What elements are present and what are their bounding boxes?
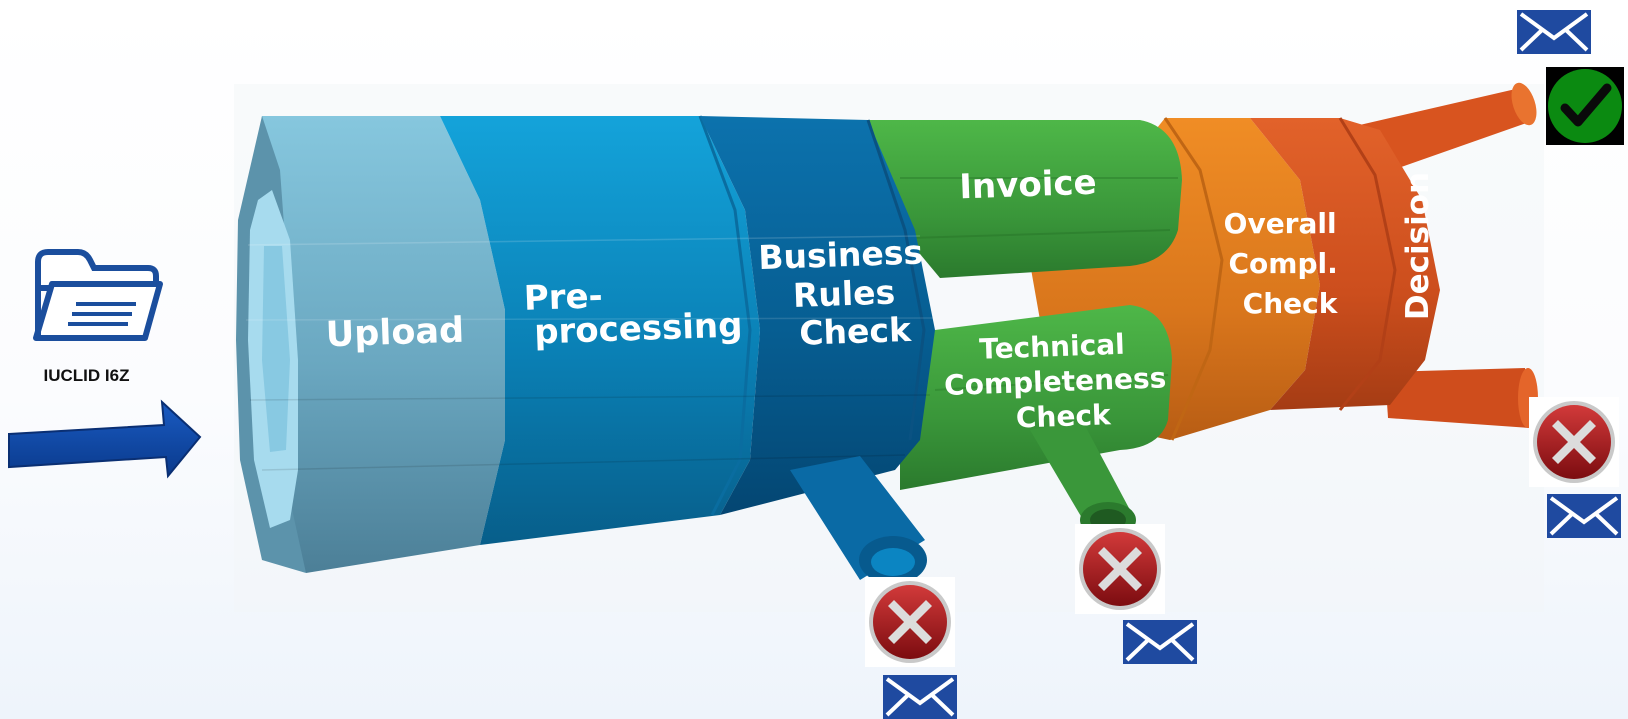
business-rules-drain: [790, 456, 927, 584]
technical-completeness-tube: [900, 305, 1172, 490]
stage-label-technical-line-1: Technical: [979, 328, 1126, 366]
decision-segment: [1250, 118, 1440, 410]
stage-label-business-rules-line-1: Business: [758, 232, 924, 277]
stage-label-overall-compl-check: Overall Compl. Check: [1224, 207, 1348, 320]
invoice-tube: [868, 120, 1182, 278]
stage-label-invoice: Invoice: [959, 163, 1098, 208]
file-label: IUCLID I6Z: [43, 366, 130, 385]
upload-segment: [240, 116, 505, 573]
business-rules-reject-envelope-icon: [881, 673, 959, 719]
stage-label-preprocessing-line-2: processing: [533, 305, 743, 352]
technical-reject-icon: [1075, 524, 1165, 614]
business-rules-segment: [700, 116, 935, 515]
stage-label-preprocessing: Pre- processing: [523, 271, 743, 353]
decision-reject-icon: [1529, 397, 1619, 487]
preprocessing-segment: [440, 116, 760, 545]
technical-reject-envelope-icon: [1121, 618, 1199, 666]
stage-label-overall-line-2: Compl.: [1229, 247, 1338, 280]
stage-label-technical-completeness-check: Technical Completeness Check: [942, 326, 1177, 437]
stage-label-preprocessing-line-1: Pre-: [523, 276, 603, 319]
business-rules-reject-icon: [865, 577, 955, 667]
accept-envelope-icon: [1515, 8, 1593, 56]
folder-icon: [33, 249, 163, 341]
decision-reject-envelope-icon: [1545, 492, 1623, 540]
stage-label-overall-line-3: Check: [1243, 287, 1339, 320]
stage-label-overall-line-1: Overall: [1224, 207, 1337, 240]
stage-label-business-rules-check: Business Rules Check: [758, 232, 938, 354]
stage-label-technical-line-2: Completeness: [944, 361, 1167, 402]
stage-label-business-rules-line-2: Rules: [792, 272, 896, 315]
stage-label-business-rules-line-3: Check: [799, 310, 913, 353]
right-arrow: [8, 399, 202, 479]
accept-check-icon: [1546, 67, 1624, 145]
stage-label-decision: Decision: [1400, 172, 1436, 320]
stage-label-upload: Upload: [325, 311, 465, 356]
stage-label-technical-line-3: Check: [1015, 398, 1112, 434]
